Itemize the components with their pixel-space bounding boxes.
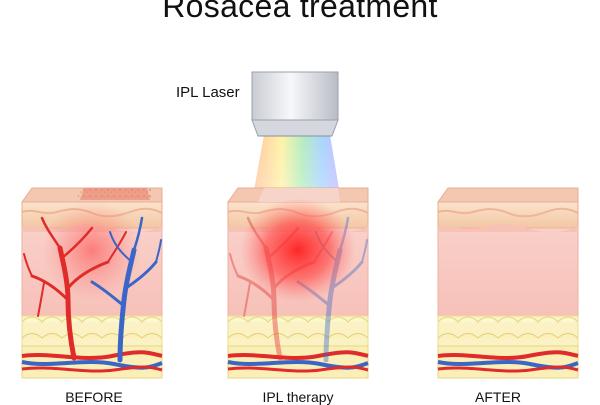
skin-after: [436, 186, 580, 380]
skin-ipl-therapy: [226, 186, 370, 380]
stage-label-after: AFTER: [475, 389, 521, 405]
ipl-laser-device: [251, 71, 339, 137]
stage-label-before: BEFORE: [65, 389, 123, 405]
figure-title: Rosacea treatment: [162, 0, 438, 24]
ipl-laser-label: IPL Laser: [176, 84, 240, 101]
skin-before: [20, 186, 164, 380]
stage-label-ipl-therapy: IPL therapy: [262, 389, 334, 405]
